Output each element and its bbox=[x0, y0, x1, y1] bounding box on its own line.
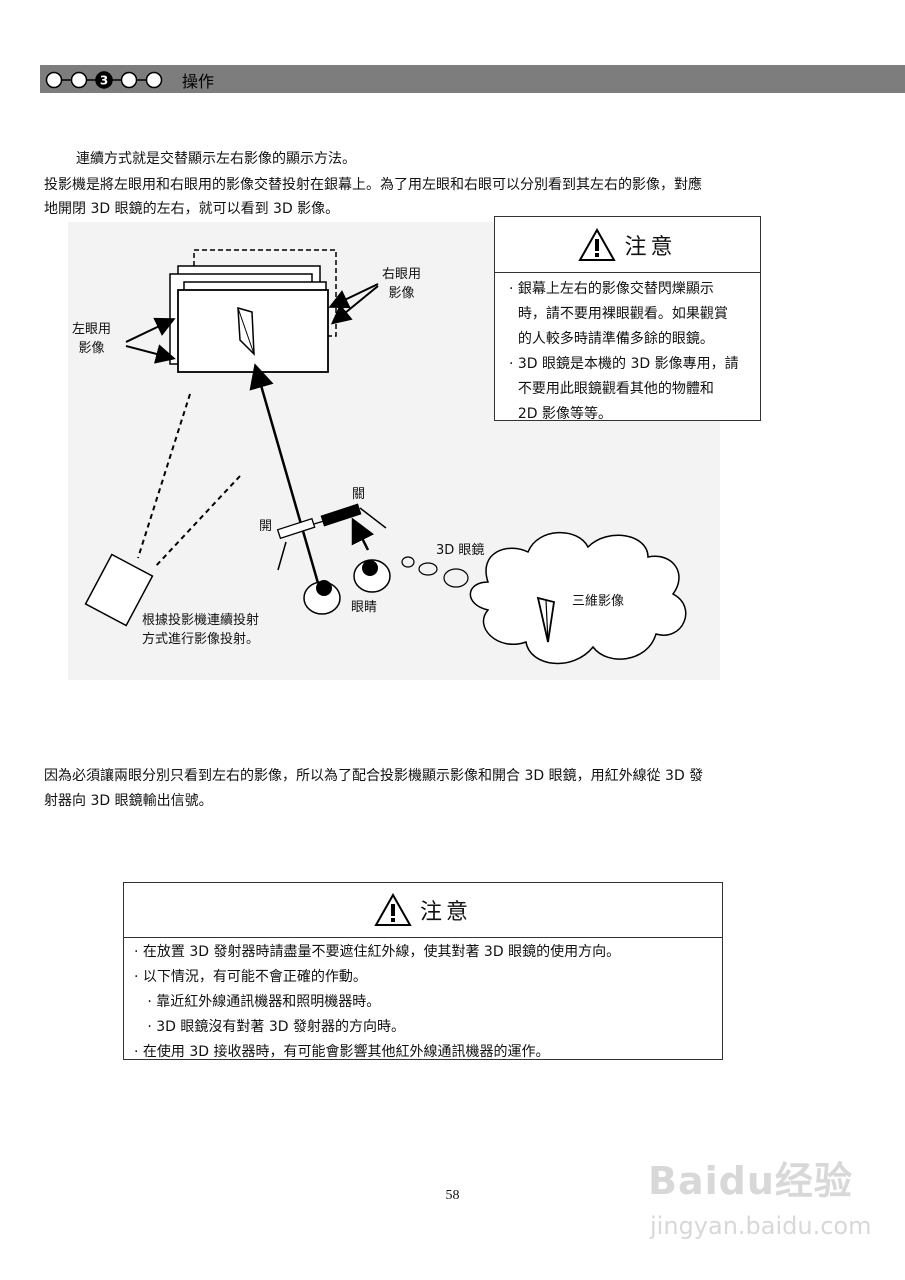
left-eye-image-label: 左眼用 影像 bbox=[72, 320, 111, 358]
projection-beam-2 bbox=[153, 475, 241, 569]
caution-header: 注意 bbox=[495, 217, 760, 273]
eye-arrow-to-closed bbox=[351, 517, 375, 551]
step-number-active: 3 bbox=[100, 74, 108, 88]
caution-list: · 在放置 3D 發射器時請盡量不要遮住紅外線，使其對著 3D 眼鏡的使用方向。… bbox=[124, 938, 722, 1065]
thought-bubble-3 bbox=[443, 568, 469, 588]
caution-item: 2D 影像等等。 bbox=[509, 406, 613, 422]
closed-lens bbox=[320, 503, 362, 527]
caution-box-glasses: 注意 · 銀幕上左右的影像交替閃爍顯示 時，請不要用裸眼觀看。如果觀賞 的人較多… bbox=[494, 216, 761, 422]
step-indicator: 3 bbox=[45, 71, 163, 89]
caution-item: · 在使用 3D 接收器時，有可能會影響其他紅外線通訊機器的運作。 bbox=[134, 1044, 550, 1060]
caution-title: 注意 bbox=[624, 234, 677, 260]
step-circle-5 bbox=[145, 71, 163, 89]
section-title: 操作 bbox=[182, 72, 215, 91]
thought-bubble-2 bbox=[418, 562, 438, 576]
glasses-temple-left bbox=[277, 541, 287, 571]
caution-header: 注意 bbox=[124, 883, 722, 938]
caution-item: · 3D 眼鏡是本機的 3D 影像專用，請 bbox=[509, 356, 739, 372]
thought-bubble-1 bbox=[401, 556, 415, 568]
right-eye-label-line-1: 右眼用 bbox=[382, 267, 422, 282]
projector-label: 根據投影機連續投射 方式進行影像投射。 bbox=[142, 611, 259, 649]
projector-label-line-2: 方式進行影像投射。 bbox=[142, 632, 260, 647]
glasses-label: 3D 眼鏡 bbox=[436, 543, 485, 558]
watermark-url: jingyan.baidu.com bbox=[650, 1212, 872, 1240]
viewing-arrow bbox=[249, 363, 322, 591]
right-eye-image-label: 右眼用 影像 bbox=[382, 265, 421, 303]
caution-item: · 3D 眼鏡沒有對著 3D 發射器的方向時。 bbox=[134, 1019, 405, 1035]
left-eye-label-line-2: 影像 bbox=[78, 341, 105, 356]
step-circle-3 bbox=[95, 71, 113, 89]
intro-line-1: 連續方式就是交替顯示左右影像的顯示方法。 bbox=[76, 151, 356, 167]
caution-item: 時，請不要用裸眼觀看。如果觀賞 bbox=[509, 306, 728, 322]
page-number: 58 bbox=[445, 1188, 460, 1203]
projector-box bbox=[84, 553, 154, 627]
caution-item: · 銀幕上左右的影像交替閃爍顯示 bbox=[509, 281, 714, 297]
intro-line-2: 投影機是將左眼用和右眼用的影像交替投射在銀幕上。為了用左眼和右眼可以分別看到其左… bbox=[44, 177, 702, 193]
intro-line-3: 地開閉 3D 眼鏡的左右，就可以看到 3D 影像。 bbox=[44, 201, 340, 217]
open-label: 開 bbox=[259, 519, 273, 534]
caution-item: 不要用此眼鏡觀看其他的物體和 bbox=[509, 381, 714, 397]
thought-cloud bbox=[469, 531, 687, 665]
right-eye-arrow-2 bbox=[330, 285, 379, 325]
caution-box-emitter: 注意 · 在放置 3D 發射器時請盡量不要遮住紅外線，使其對著 3D 眼鏡的使用… bbox=[123, 882, 723, 1060]
caution-item: · 在放置 3D 發射器時請盡量不要遮住紅外線，使其對著 3D 眼鏡的使用方向。 bbox=[134, 944, 621, 960]
projection-beam-1 bbox=[137, 393, 191, 559]
left-eye-arrow-2 bbox=[125, 344, 176, 364]
watermark-logo: Baidu经验 bbox=[648, 1159, 853, 1203]
caution-item: · 以下情況，有可能不會正確的作動。 bbox=[134, 969, 367, 985]
left-eye-label-line-1: 左眼用 bbox=[72, 322, 112, 337]
caution-title: 注意 bbox=[419, 900, 472, 925]
caution-list: · 銀幕上左右的影像交替閃爍顯示 時，請不要用裸眼觀看。如果觀賞 的人較多時請準… bbox=[495, 273, 760, 427]
glasses-temple-right bbox=[359, 507, 387, 529]
middle-line-2: 射器向 3D 眼鏡輸出信號。 bbox=[44, 793, 213, 809]
section-header-bar bbox=[40, 65, 905, 93]
warning-icon bbox=[374, 893, 412, 926]
left-eye-arrow-1 bbox=[125, 317, 176, 343]
warning-icon bbox=[578, 227, 617, 261]
caution-item: 的人較多時請準備多餘的眼鏡。 bbox=[509, 331, 714, 347]
eyes-label: 眼睛 bbox=[351, 600, 378, 615]
right-eye-arrow-1 bbox=[328, 283, 379, 309]
diagram-drawing bbox=[84, 249, 687, 665]
right-eye-label-line-2: 影像 bbox=[388, 286, 415, 301]
middle-line-1: 因為必須讓兩眼分別只看到左右的影像，所以為了配合投影機顯示影像和開合 3D 眼鏡… bbox=[44, 768, 704, 784]
caution-item: · 靠近紅外線通訊機器和照明機器時。 bbox=[134, 994, 381, 1010]
open-lens bbox=[276, 517, 316, 540]
step-circle-2 bbox=[70, 71, 88, 89]
step-circle-1 bbox=[45, 71, 63, 89]
step-circle-4 bbox=[120, 71, 138, 89]
stereo-image-label: 三維影像 bbox=[572, 594, 625, 609]
projector-label-line-1: 根據投影機連續投射 bbox=[142, 613, 260, 628]
close-label: 關 bbox=[352, 487, 366, 502]
